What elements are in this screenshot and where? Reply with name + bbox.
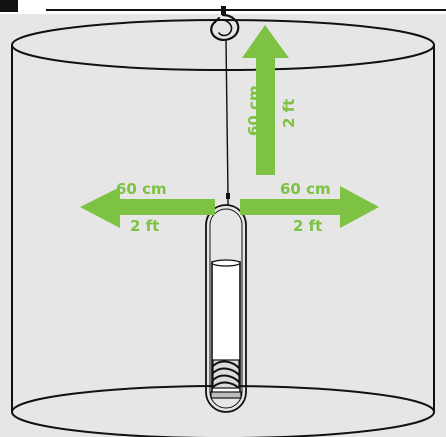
up-arrow: 60 cm 2 ft bbox=[242, 25, 298, 175]
right-metric-label: 60 cm bbox=[280, 180, 331, 198]
spiral-line-2 bbox=[212, 367, 240, 376]
right-arrow: 60 cm 2 ft bbox=[240, 180, 379, 235]
up-imperial-label: 2 ft bbox=[280, 99, 298, 128]
hanging-feeder-icon bbox=[205, 204, 247, 413]
left-arrow-shape bbox=[80, 187, 215, 228]
feeder-spiral bbox=[212, 359, 240, 389]
corner-mark bbox=[0, 0, 18, 12]
spiral-line-1 bbox=[212, 360, 240, 369]
feeder-base bbox=[210, 391, 242, 399]
hook-icon bbox=[210, 6, 240, 41]
left-metric-label: 60 cm bbox=[116, 180, 167, 198]
feeder-inner-loop bbox=[209, 208, 243, 409]
spiral-line-4 bbox=[212, 381, 240, 389]
left-imperial-label: 2 ft bbox=[130, 217, 159, 235]
hook-stem bbox=[221, 6, 226, 15]
spiral-line-3 bbox=[212, 374, 240, 383]
wire-clasp bbox=[226, 193, 230, 199]
right-imperial-label: 2 ft bbox=[293, 217, 322, 235]
hook-tip bbox=[214, 17, 220, 23]
clearance-cylinder bbox=[11, 19, 435, 437]
up-metric-label: 60 cm bbox=[245, 85, 263, 136]
hook-curve-outer bbox=[210, 13, 240, 41]
feeder-tube-top bbox=[211, 259, 241, 267]
hanging-wire bbox=[225, 39, 229, 196]
feeder-outer-loop bbox=[205, 204, 247, 413]
cylinder-top-ellipse bbox=[11, 19, 435, 71]
hook-curve-inner bbox=[218, 19, 233, 37]
right-arrow-shape bbox=[240, 186, 379, 228]
cylinder-walls bbox=[11, 45, 435, 437]
up-arrow-shape bbox=[242, 25, 289, 175]
left-arrow: 60 cm 2 ft bbox=[80, 180, 215, 235]
